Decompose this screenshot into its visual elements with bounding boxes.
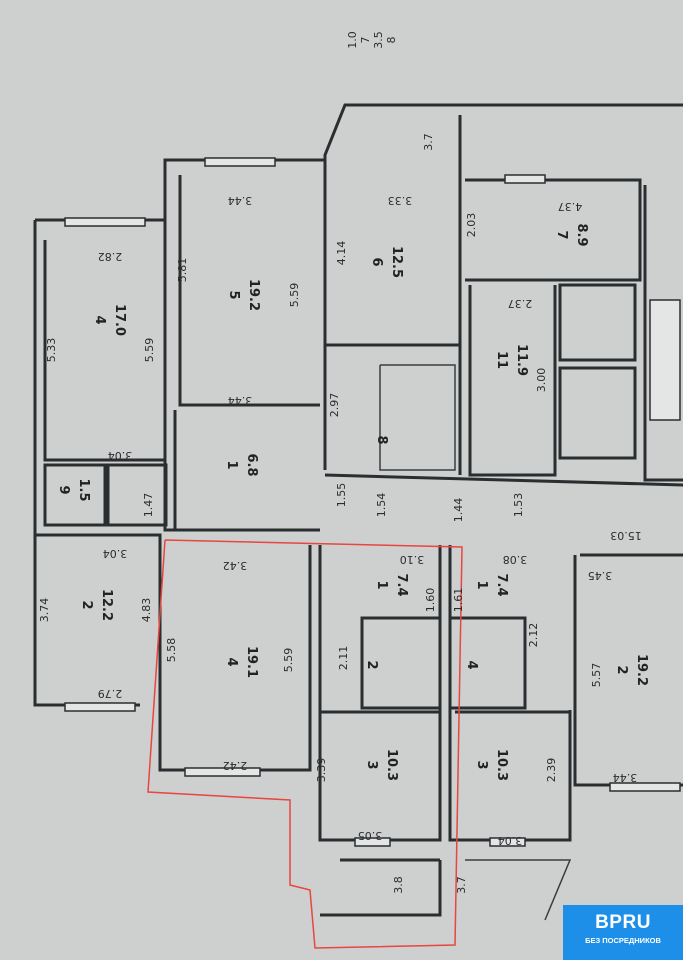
- room-dimension: 3.39: [315, 758, 328, 783]
- apartment-highlight-outline: [147, 539, 463, 949]
- corridor-dimension: 1.53: [512, 493, 525, 518]
- room-number: 1: [224, 460, 239, 469]
- room-area: 19.2: [634, 654, 649, 686]
- corridor-dimension: 1.44: [452, 498, 465, 523]
- room-dimension: 3.08: [503, 553, 528, 566]
- room-dimension: 2.79: [98, 687, 123, 700]
- room-area: 10.3: [494, 749, 509, 781]
- room-dimension: 3.45: [588, 569, 613, 582]
- labels: 4 17.0 2.82 5.33 5.59 3.04 5 19.2 3.44 5.81 5.59 3.…: [38, 31, 649, 894]
- room-number: 2: [364, 660, 379, 669]
- room-area: 17.0: [112, 304, 127, 336]
- room-area: 10.3: [384, 749, 399, 781]
- room-dimension: 3.10: [400, 553, 425, 566]
- room-dimension: 1.61: [452, 588, 465, 613]
- room-dimension: 2.39: [545, 758, 558, 783]
- room-dimension: 2.03: [465, 213, 478, 238]
- room-dimension: 3.74: [38, 598, 51, 623]
- room-dimension: 5.33: [45, 338, 58, 363]
- room-dimension: 3.05: [358, 829, 383, 842]
- corridor-dimension: 1.54: [375, 493, 388, 518]
- room-dimension: 3.04: [103, 547, 128, 560]
- logo-brand: BPRU: [595, 912, 651, 933]
- room-dimension: 1.60: [424, 588, 437, 613]
- room-area: 12.5: [389, 246, 404, 278]
- room-dimension: 3.44: [228, 194, 253, 207]
- room-number: 4: [92, 315, 107, 324]
- room-dimension: 5.59: [282, 648, 295, 673]
- windows: [64, 157, 681, 847]
- room-dimension: 3.33: [388, 194, 413, 207]
- room-area: 1.5: [76, 478, 91, 501]
- room-number: 2: [79, 600, 94, 609]
- room-dimension: 3.42: [223, 559, 248, 572]
- top-note: 3.5: [372, 31, 385, 49]
- room-dimension: 2.12: [527, 623, 540, 648]
- room-dimension: 2.11: [337, 646, 350, 671]
- room-dimension: 4.37: [558, 200, 583, 213]
- room-dimension: 2.97: [328, 393, 341, 418]
- room-area: 11.9: [514, 344, 529, 376]
- room-number: 4: [464, 660, 479, 669]
- room-number: 1: [374, 580, 389, 589]
- room-dimension: 5.58: [165, 638, 178, 663]
- room-number: 8: [374, 435, 389, 444]
- corridor-dimension: 15.03: [610, 529, 642, 542]
- room-number: 1: [474, 580, 489, 589]
- room-area: 7.4: [394, 573, 409, 596]
- room-number: 2: [614, 665, 629, 674]
- corridor-dimension: 1.55: [335, 483, 348, 508]
- room-number: 9: [56, 485, 71, 494]
- top-note: 7: [359, 37, 372, 44]
- room-number: 6: [369, 257, 384, 266]
- bpru-logo[interactable]: BPRU БЕЗ ПОСРЕДНИКОВ: [563, 905, 683, 960]
- balcony-dimension: 3.7: [455, 876, 468, 894]
- room-dimension: 5.57: [590, 663, 603, 688]
- room-dimension: 5.81: [176, 258, 189, 283]
- room-dimension: 3.04: [498, 834, 523, 847]
- room-dimension: 5.59: [288, 283, 301, 308]
- room-dimension: 4.83: [140, 598, 153, 623]
- room-area: 8.9: [574, 223, 589, 246]
- room-dimension: 3.44: [613, 771, 638, 784]
- room-number: 4: [224, 657, 239, 666]
- top-note: 1.0: [346, 31, 359, 49]
- room-dimension: 2.82: [98, 250, 123, 263]
- room-area: 12.2: [99, 589, 114, 621]
- room-dimension: 3.04: [108, 449, 133, 462]
- room-number: 5: [226, 290, 241, 299]
- room-dimension: 3.44: [228, 394, 253, 407]
- logo-tagline: БЕЗ ПОСРЕДНИКОВ: [585, 936, 661, 945]
- room-area: 19.2: [246, 279, 261, 311]
- room-dimension: 2.37: [508, 297, 533, 310]
- room-number: 11: [494, 351, 509, 369]
- room-dimension: 5.59: [143, 338, 156, 363]
- room-number: 3: [474, 760, 489, 769]
- room-dimension: 4.14: [335, 241, 348, 266]
- room-number: 3: [364, 760, 379, 769]
- room-dimension: 2.42: [223, 759, 248, 772]
- room-area: 7.4: [494, 573, 509, 596]
- room-dimension: 3.00: [535, 368, 548, 393]
- room-number: 7: [554, 230, 569, 239]
- top-note: 8: [385, 37, 398, 44]
- room-dimension: 1.47: [142, 493, 155, 518]
- balcony-dimension: 3.7: [422, 133, 435, 151]
- walls: [33, 103, 683, 921]
- room-area: 6.8: [244, 453, 259, 476]
- room-area: 19.1: [244, 646, 259, 678]
- balcony-dimension: 3.8: [392, 876, 405, 894]
